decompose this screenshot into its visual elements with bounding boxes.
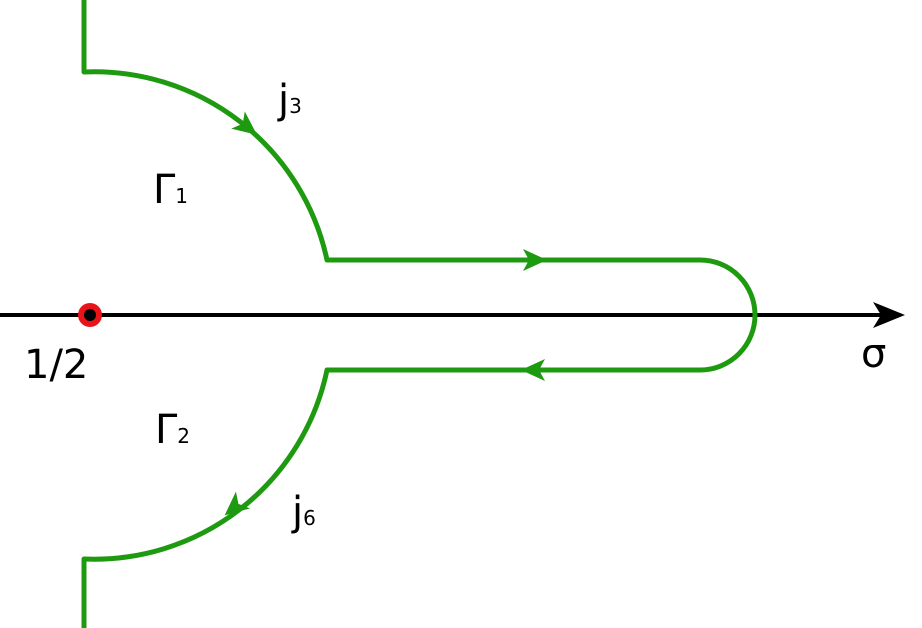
sigma-axis-arrowhead: [873, 302, 905, 328]
arc-label-j3: j3: [278, 80, 302, 120]
region-label-gamma1-symbol: Γ: [153, 167, 176, 213]
upper-segment-arrow: [523, 249, 547, 271]
region-label-gamma1-subscript: 1: [175, 184, 189, 208]
arc-j6-arrow: [224, 491, 251, 516]
arc-label-j3-subscript: 3: [289, 94, 302, 118]
arc-label-j3-symbol: j: [278, 77, 290, 123]
sigma-axis-label: σ: [861, 331, 887, 377]
arc-label-j6-symbol: j: [292, 489, 304, 535]
region-label-gamma2-subscript: 2: [177, 424, 191, 448]
region-label-gamma1: Γ1: [153, 170, 188, 210]
region-label-gamma2-symbol: Γ: [155, 407, 178, 453]
arc-j3-arrow: [231, 111, 257, 135]
arc-label-j6-subscript: 6: [303, 506, 316, 530]
region-label-gamma2: Γ2: [155, 410, 190, 450]
arc-label-j6: j6: [292, 492, 316, 532]
lower-segment-arrow: [521, 359, 545, 381]
point-half-dot: [84, 309, 96, 321]
point-label: 1/2: [24, 342, 89, 388]
